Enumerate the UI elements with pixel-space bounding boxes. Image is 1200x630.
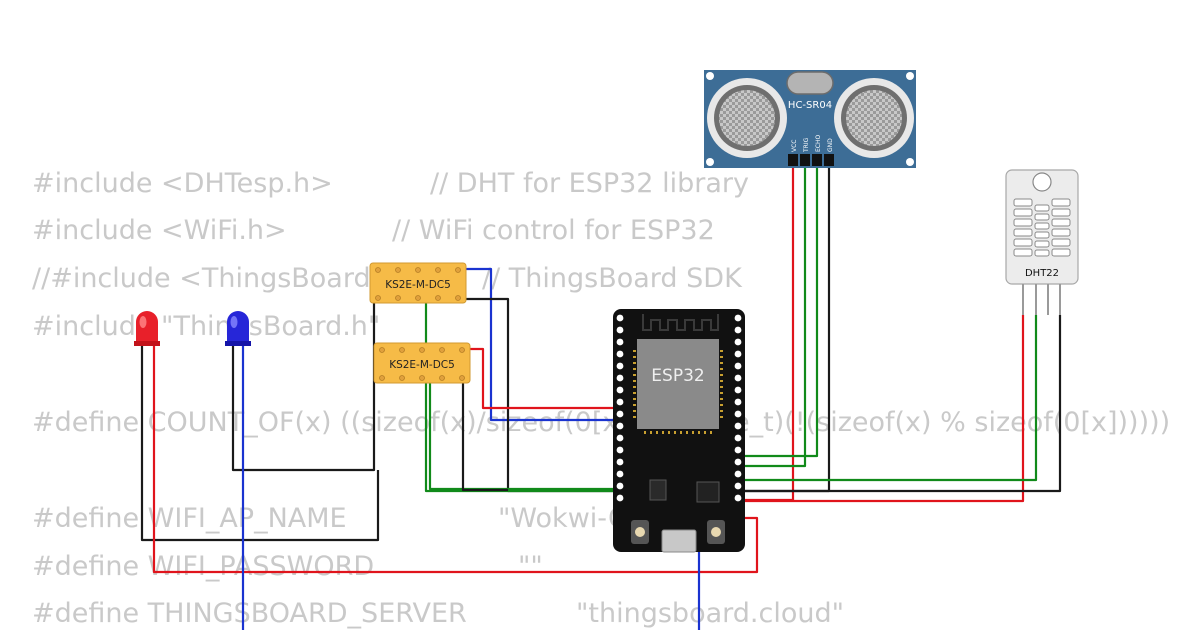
esp32-module-shield [637, 339, 719, 429]
relay-1[interactable]: KS2E-M-DC5 [369, 262, 467, 304]
wire-relay1-black[interactable] [460, 297, 622, 493]
wire-relay1-blue[interactable] [460, 267, 622, 422]
code-line-10: #define THINGSBOARD_SERVER"thingsboard.c… [32, 598, 845, 629]
transducer-left [707, 78, 787, 158]
relay-2-pins [379, 347, 465, 381]
esp32-module-pads [633, 350, 723, 434]
esp32-regulator [649, 479, 667, 501]
esp32-boot-button-cap [635, 527, 645, 537]
wires [140, 165, 1062, 630]
wire-hcsr04-vcc[interactable] [745, 165, 795, 502]
dht22-pins [1022, 284, 1061, 315]
hcsr04-header [788, 154, 834, 166]
wire-led-blue-anode[interactable] [231, 302, 376, 472]
wire-dht-data[interactable] [740, 315, 1038, 482]
led-blue-rim [225, 341, 251, 346]
code-line-8: #define WIFI_AP_NAME"Wokwi-GUEST" [32, 503, 712, 534]
dht22-mount-hole [1032, 172, 1052, 192]
mount-hole [706, 72, 714, 80]
wire-led-red-anode[interactable] [140, 345, 380, 542]
code-line-1: #include <DHTesp.h>// DHT for ESP32 libr… [32, 168, 749, 199]
led-red[interactable] [134, 311, 160, 346]
relay-2-body [373, 342, 471, 384]
hcsr04-label: HC-SR04 [788, 100, 832, 111]
wire-relay2-red[interactable] [462, 347, 622, 410]
hcsr04-pin-labels: VCC TRIG ECHO GND [791, 135, 834, 153]
dht22-label: DHT22 [1025, 268, 1059, 279]
relay-1-pins [375, 267, 461, 301]
dht22-sensor[interactable]: DHT22 [1005, 169, 1079, 315]
esp32-reset-button-cap [711, 527, 721, 537]
wire-dht-gnd[interactable] [740, 315, 1062, 493]
pin-label-trig: TRIG [803, 137, 810, 153]
wire-hcsr04-trig[interactable] [740, 165, 807, 468]
led-blue-dome [227, 311, 249, 344]
esp32-antenna-icon [642, 314, 719, 331]
wire-hcsr04-echo[interactable] [740, 165, 819, 458]
led-red-rim [134, 341, 160, 346]
led-blue[interactable] [225, 311, 251, 346]
esp32-label: ESP32 [651, 366, 704, 386]
pin-label-echo: ECHO [815, 135, 822, 152]
esp32-right-header [734, 314, 742, 502]
wire-relay2-black[interactable] [461, 383, 508, 492]
mount-hole [906, 72, 914, 80]
mount-hole [706, 158, 714, 166]
ultrasonic-sensor[interactable]: HC-SR04 VCC TRIG ECHO GND [704, 70, 916, 168]
relay-1-label: KS2E-M-DC5 [385, 279, 451, 291]
pin-label-vcc: VCC [791, 140, 798, 152]
esp32-left-header [616, 314, 624, 502]
mount-hole [906, 158, 914, 166]
code-line-2: #include <WiFi.h>// WiFi control for ESP… [32, 215, 715, 246]
code-line-9: #define WIFI_PASSWORD"" [32, 551, 543, 582]
dht22-grille [1013, 198, 1071, 257]
code-line-4: #include "ThingsBoard.h" [32, 311, 381, 342]
led-blue-glare [230, 316, 238, 328]
relay-2-label: KS2E-M-DC5 [389, 359, 455, 371]
wire-relay2-green[interactable] [428, 383, 622, 491]
wire-dht-vcc[interactable] [740, 315, 1025, 503]
wire-hcsr04-gnd[interactable] [740, 165, 831, 493]
led-red-dome [136, 311, 158, 344]
led-red-glare [139, 316, 147, 328]
relay-1-body [369, 262, 467, 304]
pin-label-gnd: GND [827, 138, 834, 152]
transducer-right [834, 78, 914, 158]
esp32-usb-chip [696, 481, 720, 503]
relay-2[interactable]: KS2E-M-DC5 [373, 342, 471, 384]
crystal-oscillator [786, 71, 834, 95]
esp32-board[interactable]: ESP32 [613, 309, 745, 553]
esp32-usb-port [661, 529, 697, 553]
wire-relay1-green[interactable] [424, 302, 622, 493]
